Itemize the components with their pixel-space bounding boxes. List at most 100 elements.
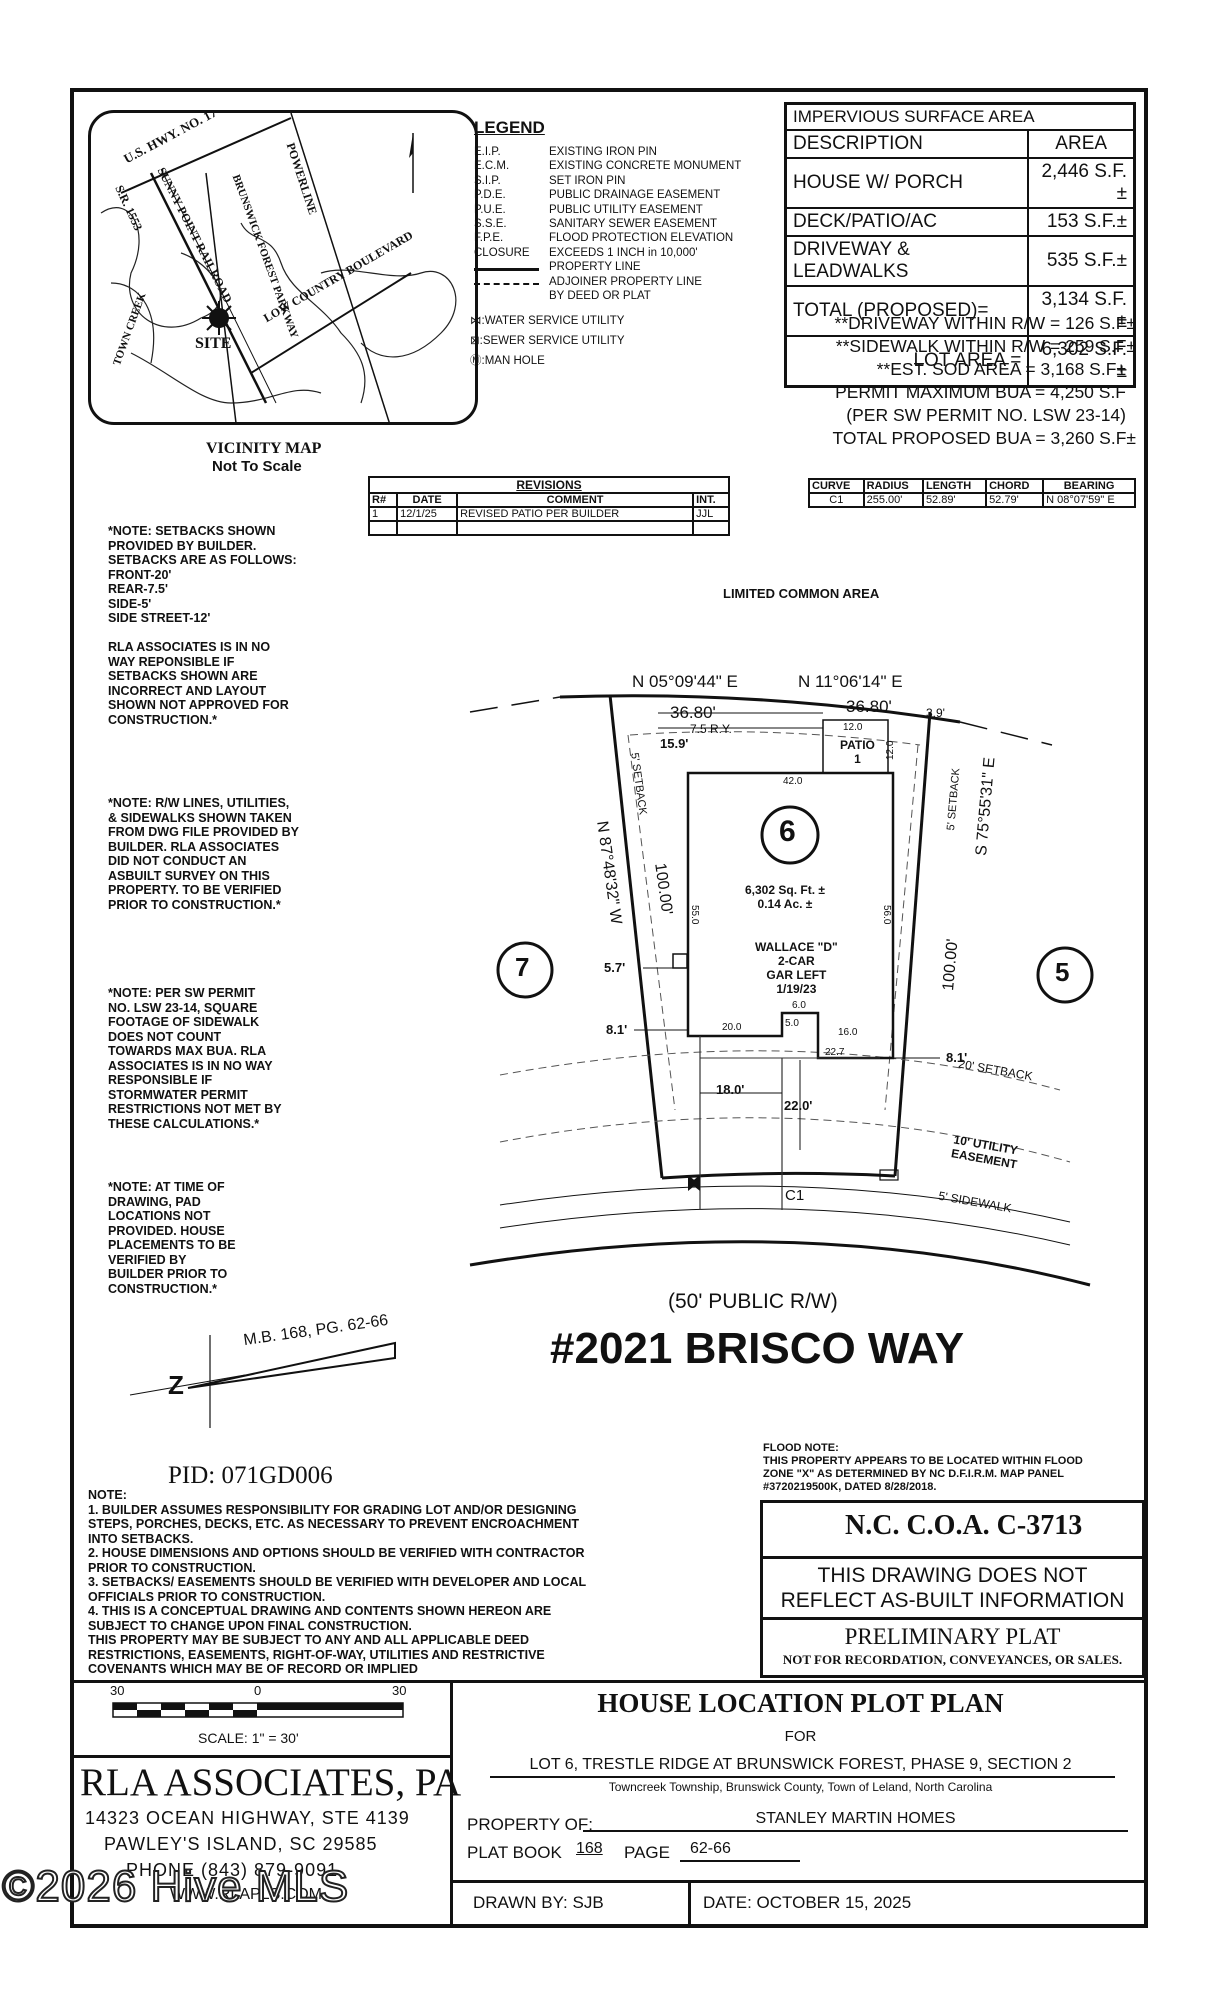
- lot-number: 6: [779, 815, 796, 848]
- table-cell: N 08°07'59" E: [1042, 492, 1136, 508]
- scale-right-value: 30: [392, 1683, 407, 1698]
- legend-property-line-symbol: [474, 268, 539, 271]
- table-cell: DECK/PATIO/AC: [784, 207, 1030, 237]
- legend-manhole-row: Ⓜ:MAN HOLE: [470, 355, 545, 367]
- note-sw: *NOTE: PER SW PERMIT NO. LSW 23-14, SQUA…: [108, 986, 282, 1131]
- table-cell: CURVE: [808, 478, 865, 494]
- table-cell: 12/1/25: [396, 506, 459, 522]
- table-cell: [367, 520, 399, 536]
- scale-label: SCALE: 1" = 30': [198, 1730, 299, 1746]
- legend-item: PROPERTY LINE: [474, 260, 774, 274]
- lot-description: LOT 6, TRESTLE RIDGE AT BRUNSWICK FOREST…: [529, 1756, 1072, 1773]
- extra-line: **DRIVEWAY WITHIN R/W = 126 S.F±: [834, 313, 1136, 333]
- vicinity-map-drawing: [100, 113, 457, 422]
- bearing-top-right: N 11°06'14" E: [798, 672, 903, 691]
- legend-desc: EXCEEDS 1 INCH in 10,000': [549, 246, 698, 259]
- plan-title-for: FOR: [784, 1728, 817, 1745]
- dim-22-7: 22.7: [825, 1047, 845, 1058]
- legend-desc: PROPERTY LINE: [549, 261, 641, 274]
- table-row: R# DATE COMMENT INT.: [367, 492, 730, 508]
- ac-unit-icon: [672, 953, 688, 969]
- table-cell: 2,446 S.F.±: [1027, 157, 1136, 209]
- scale-mid-value: 0: [254, 1683, 262, 1698]
- table-row: C1 255.00' 52.89' 52.79' N 08°07'59" E: [808, 492, 1136, 508]
- north-arrow-icon: Z: [168, 1370, 184, 1400]
- legend-abbr: E.C.M.: [474, 160, 510, 173]
- plat-book-label: PLAT BOOK: [467, 1843, 562, 1862]
- legend-abbr: S.S.E.: [474, 218, 507, 231]
- table-cell: INT.: [692, 492, 730, 508]
- property-of-label: PROPERTY OF:: [467, 1815, 593, 1834]
- drawn-by-divider: [688, 1880, 691, 1928]
- table-cell: [456, 520, 695, 536]
- page-label: PAGE: [624, 1843, 670, 1862]
- dist-top-right: 36.80': [846, 697, 892, 716]
- table-cell: DATE: [396, 492, 459, 508]
- table-cell: REVISED PATIO PER BUILDER: [456, 506, 695, 522]
- legend-abbr: CLOSURE: [474, 246, 530, 259]
- dim-house-width: 42.0: [783, 776, 803, 787]
- table-cell: RADIUS: [862, 478, 924, 494]
- table-cell: 1: [367, 506, 399, 522]
- note-pad: *NOTE: AT TIME OF DRAWING, PAD LOCATIONS…: [108, 1180, 236, 1296]
- dim-8-1-right: 8.1': [946, 1050, 968, 1065]
- bearing-top-left: N 05°09'44" E: [632, 672, 738, 691]
- impervious-col-desc: DESCRIPTION: [784, 129, 1030, 159]
- dim-patio-side: 12.0: [885, 740, 896, 760]
- dim-20-0: 20.0: [722, 1022, 742, 1033]
- sewer-cleanout-icon: [879, 1169, 899, 1181]
- legend-desc: BY DEED OR PLAT: [549, 290, 651, 303]
- table-cell: 3,134 S.F.±: [1027, 285, 1136, 337]
- legend-desc: SANITARY SEWER EASEMENT: [549, 218, 718, 231]
- impervious-extra: **DRIVEWAY WITHIN R/W = 126 S.F± **SIDEW…: [784, 312, 1137, 450]
- firm-website: WWW.RLAPLS.COM: [170, 1886, 323, 1903]
- patio-label: PATIO 1: [840, 738, 875, 766]
- page-rule: [680, 1860, 800, 1862]
- legend-item: S.S.E. SANITARY SEWER EASEMENT: [474, 217, 774, 231]
- manhole-icon: Ⓜ: [470, 355, 482, 367]
- property-of-value: STANLEY MARTIN HOMES: [755, 1810, 956, 1827]
- table-row: LOT AREA =6,302 S.F.±: [784, 335, 1136, 388]
- property-of-rule: [583, 1830, 1128, 1832]
- extra-line: **EST. SOD AREA = 3,168 S.F±: [876, 359, 1126, 379]
- vicinity-site-label: SITE: [195, 335, 232, 352]
- table-cell: LENGTH: [921, 478, 988, 494]
- table-row: [367, 520, 730, 536]
- vicinity-map-title: VICINITY MAP: [206, 440, 322, 457]
- preliminary-plat-subtitle: NOT FOR RECORDATION, CONVEYANCES, OR SAL…: [782, 1652, 1123, 1667]
- right-of-way-label: (50' PUBLIC R/W): [668, 1290, 838, 1313]
- general-notes: NOTE: 1. BUILDER ASSUMES RESPONSIBILITY …: [88, 1488, 587, 1676]
- flood-note: FLOOD NOTE: THIS PROPERTY APPEARS TO BE …: [763, 1442, 1083, 1493]
- firm-address-1: 14323 OCEAN HIGHWAY, STE 4139: [85, 1808, 410, 1828]
- legend-desc: PUBLIC DRAINAGE EASEMENT: [549, 189, 721, 202]
- legend-item: F.P.E.FLOOD PROTECTION ELEVATION: [474, 231, 774, 245]
- limited-common-area: LIMITED COMMON AREA: [723, 586, 880, 601]
- legend-item: P.D.E.PUBLIC DRAINAGE EASEMENT: [474, 188, 774, 202]
- dim-56-0: 56.0: [881, 905, 892, 925]
- table-cell: 52.89': [921, 492, 988, 508]
- legend-desc: EXISTING IRON PIN: [549, 146, 657, 158]
- curve-label-c1: C1: [785, 1187, 805, 1204]
- table-cell: 535 S.F.±: [1027, 235, 1136, 287]
- dim-18-0: 18.0': [716, 1082, 745, 1097]
- as-built-notice: THIS DRAWING DOES NOT REFLECT AS-BUILT I…: [780, 1564, 1125, 1612]
- water-valve-icon: ⋈: [470, 315, 482, 327]
- township-line: Towncreek Township, Brunswick County, To…: [608, 1780, 993, 1794]
- dim-5-7: 5.7': [604, 960, 626, 975]
- table-cell: [692, 520, 730, 536]
- drawn-by-top-rule: [453, 1880, 1148, 1883]
- legend-sewer-row: ⊠:SEWER SERVICE UTILITY: [470, 335, 625, 347]
- impervious-col-area: AREA: [1027, 129, 1136, 159]
- table-cell: HOUSE W/ PORCH: [784, 157, 1030, 209]
- dim-22-0: 22.0': [784, 1098, 813, 1113]
- legend-item: ADJOINER PROPERTY LINE: [474, 275, 774, 289]
- vicinity-map-subtitle: Not To Scale: [212, 458, 302, 475]
- dim-15-9: 15.9': [660, 736, 689, 751]
- parcel-id: PID: 071GD006: [168, 1462, 333, 1489]
- firm-address-2: PAWLEY'S ISLAND, SC 29585: [104, 1834, 378, 1854]
- page-value: 62-66: [690, 1840, 731, 1857]
- preliminary-plat: PRELIMINARY PLAT: [844, 1624, 1061, 1649]
